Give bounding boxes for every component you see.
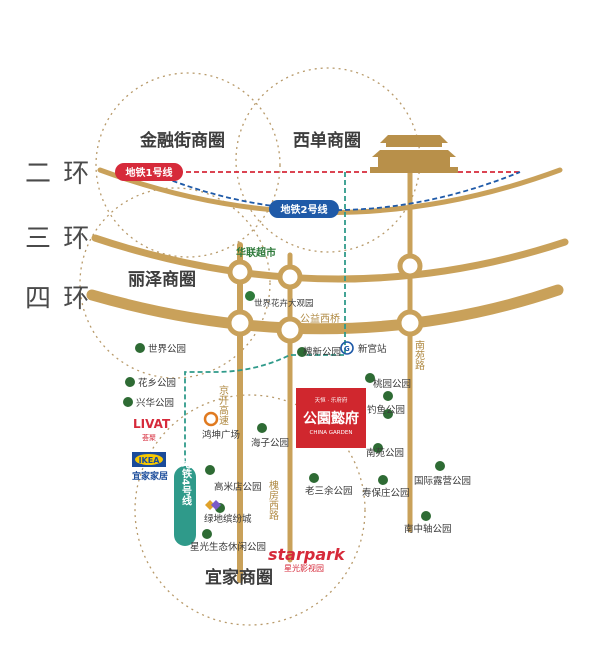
lvdi-icon bbox=[205, 500, 221, 510]
guoji-park-label: 国际露营公园 bbox=[414, 475, 471, 487]
tree-icon bbox=[125, 377, 135, 387]
xingguang-park-label: 星光生态休闲公园 bbox=[190, 541, 266, 553]
tree-icon bbox=[373, 443, 383, 453]
livat-sub: 荟聚 bbox=[142, 433, 156, 442]
nanyuan-road-label: 南苑路 bbox=[413, 339, 425, 371]
hongkun-icon bbox=[203, 411, 219, 427]
tree-icon bbox=[383, 391, 393, 401]
ikea-logo: IKEA bbox=[132, 452, 166, 467]
project-sub-en: CHINA GARDEN bbox=[310, 430, 353, 436]
interchange bbox=[397, 253, 423, 279]
project-sub-top: 天恒 · 乐府府 bbox=[315, 396, 348, 404]
lvdi-label: 绿地缤纷城 bbox=[204, 513, 252, 525]
parks bbox=[123, 343, 445, 539]
tree-icon bbox=[297, 347, 307, 357]
taoyuan-park-label: 桃园公园 bbox=[373, 378, 411, 390]
tiananmen-icon bbox=[370, 135, 458, 173]
starpark-sub: 星光影视园 bbox=[284, 563, 324, 573]
ring-3-label: 三 环 bbox=[25, 224, 91, 254]
diaoyu-park-label: 钓鱼公园 bbox=[367, 404, 405, 416]
ring-4-road bbox=[86, 284, 564, 335]
interchange bbox=[276, 316, 304, 344]
tree-icon bbox=[257, 423, 267, 433]
haizi-park-label: 海子公园 bbox=[251, 437, 289, 449]
tree-icon bbox=[135, 343, 145, 353]
metro-line-4-pill: 地铁4号线 bbox=[174, 457, 196, 546]
nanyuan-park-label: 南苑公园 bbox=[366, 447, 404, 459]
metro-line-1-label: 地铁1号线 bbox=[126, 166, 173, 179]
ring-3-road bbox=[91, 234, 569, 283]
world-garden-label: 世界花卉大观园 bbox=[254, 298, 314, 309]
tree-icon bbox=[202, 529, 212, 539]
gaomidian-park-label: 高米店公园 bbox=[214, 481, 262, 493]
yijia-district-label: 宜家商圈 bbox=[205, 567, 273, 588]
world-garden-icon bbox=[245, 291, 255, 301]
tree-icon bbox=[421, 511, 431, 521]
tree-icon bbox=[435, 461, 445, 471]
interchange bbox=[227, 259, 253, 285]
laosanyu-park-label: 老三余公园 bbox=[305, 485, 353, 497]
metro-line-1-pill: 地铁1号线 bbox=[115, 163, 183, 181]
livat-logo: LIVAT bbox=[133, 417, 171, 431]
tree-icon bbox=[383, 409, 393, 419]
nanzhongzhou-park-label: 南中轴公园 bbox=[404, 523, 452, 535]
tree-icon bbox=[378, 475, 388, 485]
tree-icon bbox=[205, 465, 215, 475]
xinghua-park-label: 兴华公园 bbox=[136, 397, 174, 409]
tree-icon bbox=[365, 373, 375, 383]
shoubao-park-label: 寿保庄公园 bbox=[362, 487, 410, 499]
metro-line-4-track bbox=[184, 172, 346, 470]
metro-line-2-pill: 地铁2号线 bbox=[269, 200, 339, 218]
tree-icon bbox=[309, 473, 319, 483]
project-box: 天恒 · 乐府府 公園懿府 CHINA GARDEN bbox=[296, 388, 366, 448]
interchanges bbox=[226, 253, 424, 344]
starpark-logo: starpark bbox=[268, 545, 346, 564]
hongkun-label: 鸿坤广场 bbox=[202, 429, 240, 441]
interchange bbox=[226, 309, 254, 337]
interchange bbox=[396, 309, 424, 337]
world-park-label: 世界公园 bbox=[148, 343, 186, 355]
huaifang-label: 槐房西路 bbox=[267, 479, 279, 521]
ring-4-label: 四 环 bbox=[25, 284, 91, 314]
ring-2-label: 二 环 bbox=[25, 159, 91, 189]
ikea-logo-text: IKEA bbox=[139, 456, 161, 465]
lize-district-label: 丽泽商圈 bbox=[128, 269, 196, 290]
ikea-label: 宜家家居 bbox=[132, 470, 168, 482]
yijia-district-circle bbox=[134, 394, 366, 626]
gongyi-bridge-label: 公益西桥 bbox=[300, 312, 340, 325]
project-name: 公園懿府 bbox=[303, 410, 359, 427]
jingkai-label: 京开高速 bbox=[217, 384, 229, 425]
lize-district-circle bbox=[79, 187, 271, 379]
metro-line-2-track bbox=[164, 171, 521, 211]
metro-lines bbox=[164, 171, 521, 470]
xingong-label: 新宫站 bbox=[358, 343, 387, 355]
interchange bbox=[277, 264, 303, 290]
metro-line-4-label: 地铁4号线 bbox=[180, 457, 192, 506]
hualian-label: 华联超市 bbox=[236, 246, 276, 259]
huaxiang-park-label: 花乡公园 bbox=[138, 377, 176, 389]
svg-text:G: G bbox=[344, 345, 350, 353]
tree-icon bbox=[123, 397, 133, 407]
huaixin-park-label: 槐新公园 bbox=[303, 346, 341, 358]
metro-line-2-label: 地铁2号线 bbox=[281, 203, 328, 216]
vertical-roads bbox=[237, 162, 413, 583]
xingong-station: G 新宫站 bbox=[340, 341, 387, 355]
financial-district-circle bbox=[95, 72, 281, 258]
xidan-district-label: 西单商圈 bbox=[293, 130, 361, 151]
financial-district-label: 金融街商圈 bbox=[139, 130, 225, 151]
ring-roads bbox=[86, 167, 569, 335]
